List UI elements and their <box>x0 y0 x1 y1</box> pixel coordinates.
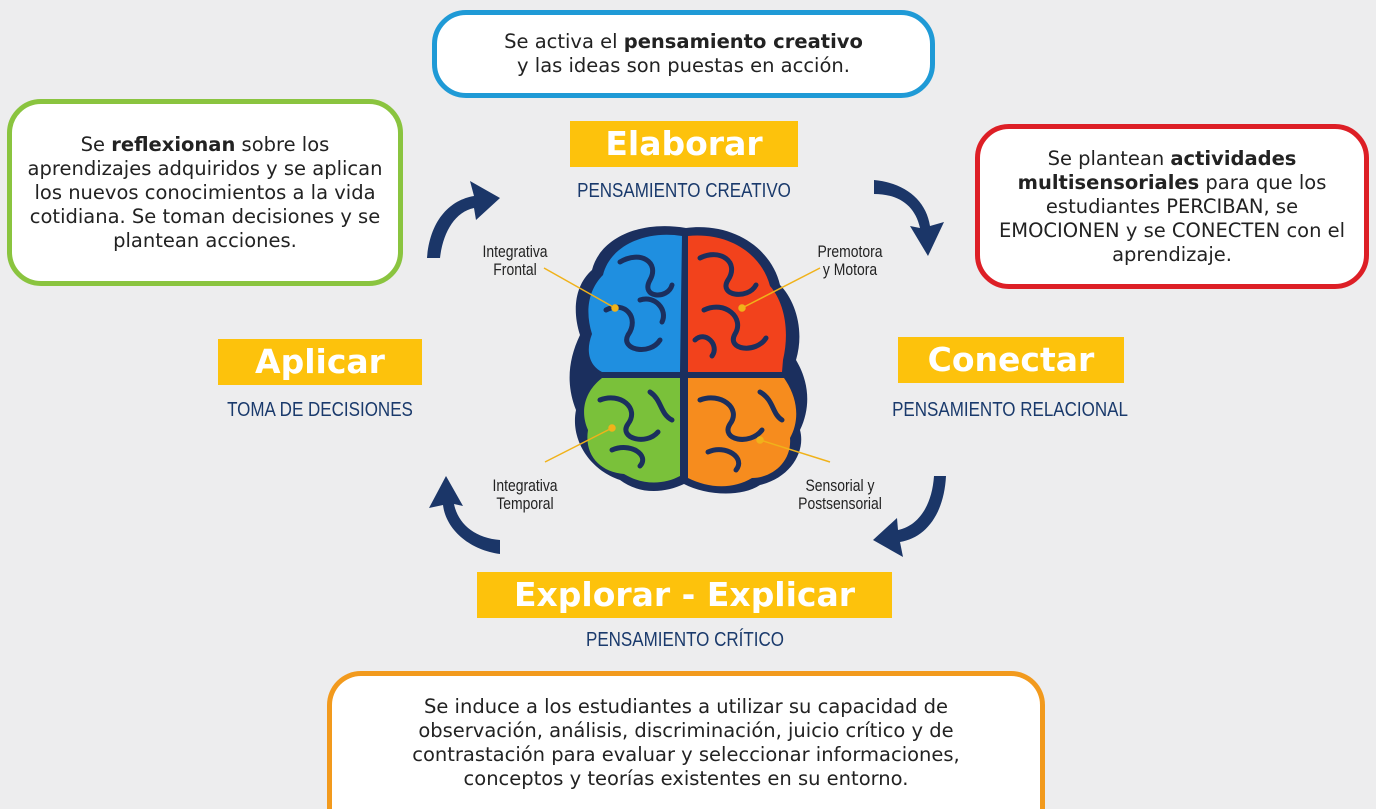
arrow-up-right-icon <box>427 181 500 258</box>
arrow-down-right-icon <box>874 180 944 256</box>
arrow-down-left-icon <box>873 476 946 557</box>
brain-label-frontal-line2: Frontal <box>493 260 537 279</box>
stage-title-conectar: Conectar <box>898 337 1124 383</box>
brain-label-sensorial-line2: Postsensorial <box>798 494 882 513</box>
brain-label-motora-line1: Premotora <box>817 242 883 261</box>
brain-label-sensorial: Sensorial y Postsensorial <box>787 477 894 513</box>
brain-temporal-lobe <box>584 378 680 483</box>
info-box-aplicar-text: Se <box>80 132 112 156</box>
stage-title-aplicar: Aplicar <box>218 339 422 385</box>
brain-label-temporal: Integrativa Temporal <box>476 477 574 513</box>
brain-label-sensorial-line1: Sensorial y <box>805 476 875 495</box>
info-box-elaborar-text-2: y las ideas son puestas en acción. <box>517 54 850 77</box>
brain-label-motora-line2: y Motora <box>822 260 878 279</box>
brain-label-frontal: Integrativa Frontal <box>466 243 564 279</box>
arrow-up-left-icon <box>429 476 500 554</box>
stage-title-explorar: Explorar - Explicar <box>477 572 892 618</box>
stage-subtitle-elaborar: PENSAMIENTO CREATIVO <box>577 180 791 202</box>
info-box-conectar-bold: actividades multisensoriales <box>1017 146 1297 194</box>
info-box-aplicar-text-2: sobre los aprendizajes adquiridos y se a… <box>27 132 383 252</box>
info-box-conectar-text-2: para que los estudiantes PERCIBAN, se EM… <box>998 170 1346 266</box>
stage-subtitle-conectar: PENSAMIENTO RELACIONAL <box>892 399 1128 421</box>
info-box-aplicar: Se reflexionan sobre los aprendizajes ad… <box>7 99 403 286</box>
brain-leader-lines <box>543 267 831 463</box>
cycle-arrows <box>427 180 946 557</box>
info-box-elaborar-text: Se activa el <box>504 30 624 53</box>
brain-label-temporal-line2: Temporal <box>496 494 554 513</box>
stage-subtitle-aplicar: TOMA DE DECISIONES <box>227 399 413 421</box>
info-box-conectar-text: Se plantean <box>1047 146 1171 170</box>
info-box-explorar-text: Se induce a los estudiantes a utilizar s… <box>412 694 960 790</box>
info-box-aplicar-bold: reflexionan <box>111 132 236 156</box>
brain-frontal-lobe <box>588 234 682 372</box>
brain-label-frontal-line1: Integrativa <box>482 242 548 261</box>
stage-subtitle-explorar: PENSAMIENTO CRÍTICO <box>585 629 785 651</box>
brain-label-temporal-line1: Integrativa <box>492 476 558 495</box>
info-box-elaborar-bold: pensamiento creativo <box>623 30 863 53</box>
info-box-explorar: Se induce a los estudiantes a utilizar s… <box>327 671 1045 809</box>
brain-motora-lobe <box>688 235 786 372</box>
info-box-conectar: Se plantean actividades multisensoriales… <box>975 124 1369 289</box>
brain-illustration <box>569 226 808 494</box>
brain-label-motora: Premotora y Motora <box>801 243 899 279</box>
stage-title-elaborar: Elaborar <box>570 121 798 167</box>
